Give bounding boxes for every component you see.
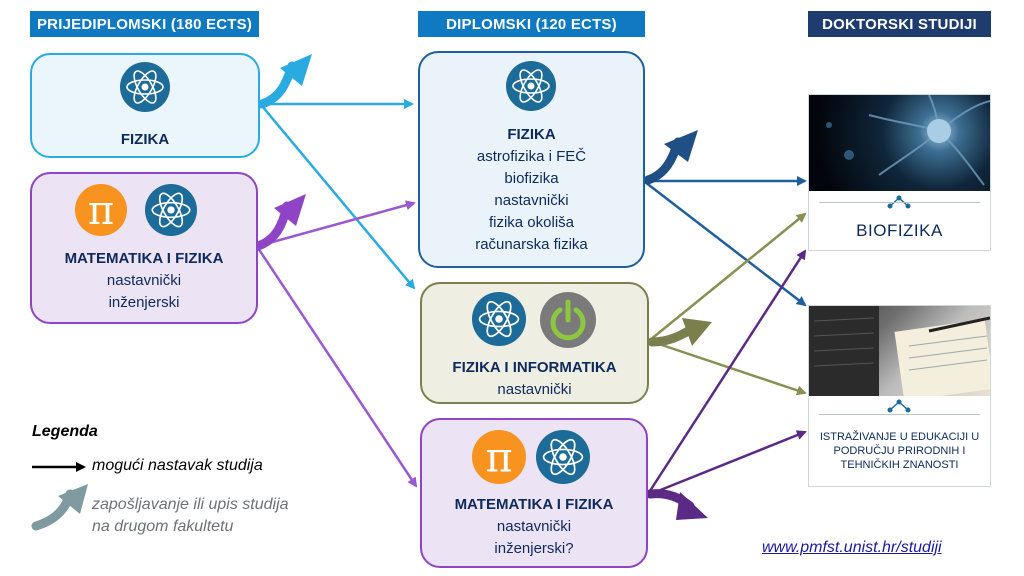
- pi-icon: π: [75, 184, 127, 236]
- employment-arrow-grad-fizika: [643, 130, 698, 185]
- graduate-fizika-line: biofizika: [504, 170, 559, 187]
- legend-employment-line: na drugom fakultetu: [92, 518, 234, 535]
- employment-arrow-undergrad-matfiz: [253, 194, 306, 251]
- graduate-fizika-title: FIZIKA: [507, 126, 556, 143]
- graduate-fizika-line: računarska fizika: [475, 236, 588, 253]
- edukacija-divider: [819, 414, 980, 415]
- arrow-gradmatfiz-to-edukacija: [647, 430, 807, 497]
- header-graduate: DIPLOMSKI (120 ECTS): [418, 11, 645, 37]
- svg-text:π: π: [88, 188, 114, 234]
- graduate-fizinf-title: FIZIKA I INFORMATIKA: [452, 359, 617, 376]
- svg-text:π: π: [485, 433, 512, 482]
- box-undergrad-matfiz: π MATEMATIKA I FIZIKA nastavnički inženj…: [30, 172, 258, 324]
- biofizika-divider: [819, 202, 980, 203]
- undergrad-matfiz-title: MATEMATIKA I FIZIKA: [64, 250, 224, 267]
- legend-employment-line: zapošljavanje ili upis studija: [92, 496, 289, 513]
- legend-title: Legenda: [32, 423, 98, 440]
- undergrad-matfiz-line: inženjerski: [108, 294, 180, 311]
- graduate-matfiz-line: nastavnički: [496, 518, 572, 535]
- neuron-image: [809, 95, 990, 191]
- edukacija-line: PODRUČJU PRIRODNIH I: [833, 445, 966, 457]
- atom-icon: [506, 61, 556, 111]
- legend-employment-text: zapošljavanje ili upis studija na drugom…: [92, 494, 289, 538]
- notebook-image: [809, 306, 990, 396]
- graduate-fizika-line: nastavnički: [494, 192, 569, 209]
- header-undergrad: PRIJEDIPLOMSKI (180 ECTS): [30, 11, 259, 37]
- power-icon: [540, 292, 596, 348]
- undergrad-fizika-title: FIZIKA: [120, 131, 170, 148]
- arrow-fizika-to-fizinf: [261, 105, 416, 290]
- box-graduate-fizinf: FIZIKA I INFORMATIKA nastavnički: [420, 282, 649, 404]
- header-doctoral: DOKTORSKI STUDIJI: [808, 11, 991, 37]
- arrow-gradmatfiz-to-biofizika: [646, 249, 807, 495]
- doctoral-biofizika-card: BIOFIZIKA: [808, 94, 991, 251]
- legend-gray-arrow: [31, 484, 88, 531]
- edukacija-label: ISTRAŽIVANJE U EDUKACIJI U PODRUČJU PRIR…: [809, 430, 990, 472]
- doctoral-edukacija-card: ISTRAŽIVANJE U EDUKACIJI U PODRUČJU PRIR…: [808, 305, 991, 487]
- graduate-matfiz-line: inženjerski?: [494, 540, 574, 557]
- employment-arrow-grad-matfiz: [645, 489, 708, 520]
- box-graduate-fizika: FIZIKA astrofizika i FEČ biofizika nasta…: [418, 51, 645, 268]
- graduate-fizika-line: fizika okoliša: [488, 214, 575, 231]
- employment-arrow-undergrad-fizika: [257, 54, 312, 109]
- graduate-fizinf-line: nastavnički: [497, 381, 572, 398]
- arrow-fizinf-to-edukacija: [649, 339, 807, 396]
- edukacija-line: ISTRAŽIVANJE U EDUKACIJI U: [819, 431, 980, 443]
- box-graduate-matfiz: π MATEMATIKA I FIZIKA nastavnički inženj…: [420, 418, 648, 568]
- employment-arrow-fizinf: [647, 318, 712, 347]
- graduate-matfiz-title: MATEMATIKA I FIZIKA: [454, 496, 614, 513]
- molecule-icon: [887, 399, 911, 413]
- pi-icon: π: [472, 430, 526, 484]
- arrow-fizinf-to-biofizika: [649, 212, 807, 341]
- biofizika-label: BIOFIZIKA: [856, 221, 943, 240]
- edukacija-line: TEHNIČKIH ZNANOSTI: [840, 459, 959, 471]
- undergrad-matfiz-line: nastavnički: [106, 272, 182, 289]
- atom-icon: [120, 62, 170, 112]
- arrow-gradfiz-to-edukacija: [644, 181, 807, 307]
- atom-icon: [145, 184, 197, 236]
- arrow-matfiz-to-grad-matfiz: [256, 247, 418, 488]
- atom-icon: [472, 292, 526, 346]
- box-undergrad-fizika: FIZIKA: [30, 53, 260, 158]
- atom-icon: [536, 430, 590, 484]
- legend-continue-text: mogući nastavak studija: [92, 457, 263, 474]
- graduate-fizika-line: astrofizika i FEČ: [476, 148, 587, 165]
- arrow-matfiz-to-grad-fizika: [257, 200, 416, 248]
- website-link[interactable]: www.pmfst.unist.hr/studiji: [762, 539, 942, 556]
